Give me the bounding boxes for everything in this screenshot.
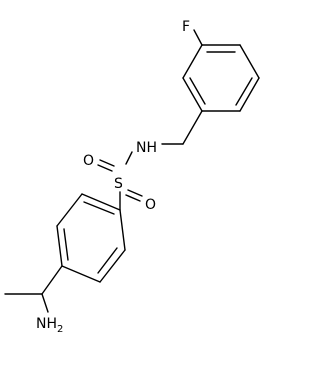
bond [56,193,83,227]
amide-nitrogen-label: NH [136,140,157,156]
double-bond-inner [63,228,69,261]
double-bond-inner [83,201,115,215]
bond-ch-nh2 [41,293,49,313]
double-bond-inner [235,77,253,106]
fluorophenyl-ring [182,44,260,112]
amine-label: NH2 [36,316,63,335]
sulfur-label: S [114,176,123,192]
bond [239,44,260,79]
amine-nh: NH [36,316,57,332]
bond-s-o-upper [97,164,113,172]
bond [56,225,63,267]
bond [81,193,121,211]
bond-s-o-lower [125,194,141,202]
bond-s-o-lower [127,189,143,197]
bond-ring-ch2 [182,110,203,145]
bond-s-o-upper [99,159,115,167]
benzene-ring [56,193,126,283]
bond-ring-ch [41,265,63,295]
bond-nh-s [125,151,133,165]
bond-c-f [193,29,203,46]
double-bond-inner [189,77,206,105]
sulfonyl-oxygens [97,159,143,202]
double-bond-inner [97,247,118,274]
fluorine-label: F [182,19,190,35]
oxygen-lower-label: O [145,197,156,213]
molecule-diagram: F NH S O O NH2 [4,19,260,335]
amine-subscript: 2 [57,324,63,335]
bond [182,77,203,112]
bond [99,249,126,283]
bond [119,209,126,251]
oxygen-upper-label: O [83,153,94,169]
bond [182,44,203,79]
structure-svg: F NH S O O NH2 [4,19,260,335]
bond [61,265,101,283]
bond [239,77,260,112]
